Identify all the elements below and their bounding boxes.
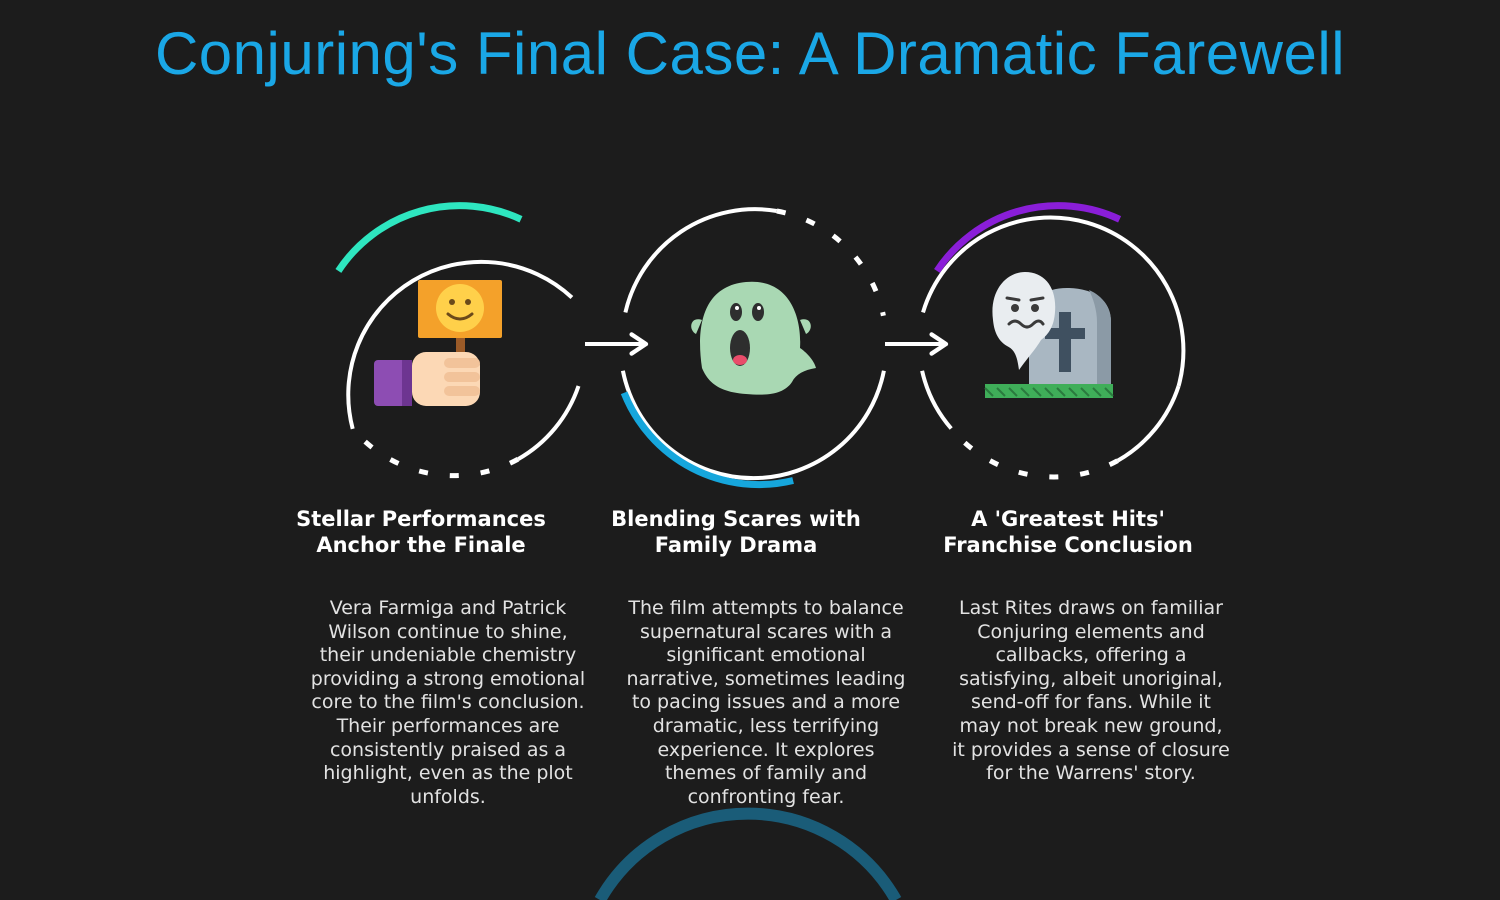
step-1-description: Vera Farmiga and Patrick Wilson continue…	[310, 597, 586, 808]
step-1-icon	[374, 280, 502, 406]
step-2-heading: Blending Scares with Family Drama	[611, 507, 861, 557]
step-3-icon	[984, 272, 1114, 398]
decorative-bottom-arc	[594, 807, 902, 900]
step-2-description: The film attempts to balance supernatura…	[626, 597, 906, 808]
step-3-heading: A 'Greatest Hits' Franchise Conclusion	[943, 507, 1193, 557]
step-2-ring	[620, 207, 886, 488]
step-1-heading: Stellar Performances Anchor the Finale	[296, 507, 546, 557]
step-3-ring	[920, 202, 1186, 480]
step-3-description: Last Rites draws on familiar Conjuring e…	[952, 597, 1230, 785]
page-title: Conjuring's Final Case: A Dramatic Farew…	[154, 20, 1346, 87]
step-2-icon	[691, 281, 816, 395]
scared-ghost-icon	[700, 281, 816, 395]
step-1-ring	[335, 202, 581, 479]
